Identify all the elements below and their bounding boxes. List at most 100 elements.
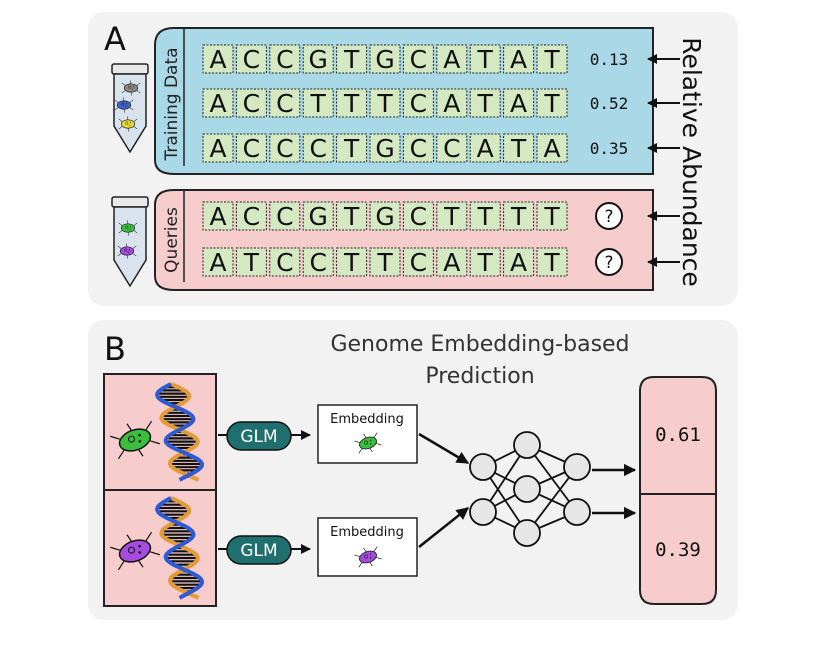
nucleotide-letter: A [209, 134, 226, 163]
nucleotide-cell [235, 44, 267, 74]
question-circle-icon [595, 202, 623, 230]
nucleotide-cell [369, 133, 401, 163]
nucleotide-letter: T [343, 134, 360, 163]
nucleotide-letter: C [410, 248, 427, 277]
output-value-top: 0.61 [655, 424, 701, 446]
panel-b-title-line2: Prediction [425, 364, 534, 389]
nucleotide-cell [436, 88, 468, 118]
nucleotide-cell [336, 247, 368, 277]
panel-b-label: B [104, 330, 126, 368]
nucleotide-cell [235, 88, 267, 118]
output-box: 0.61 0.39 [639, 376, 717, 605]
neural-network-icon [469, 431, 591, 547]
nucleotide-cell [202, 201, 234, 231]
nucleotide-cell [302, 44, 334, 74]
nucleotide-letter: T [477, 248, 494, 277]
nucleotide-letter: G [309, 202, 328, 231]
network-node [563, 498, 591, 526]
nucleotide-letter: A [510, 89, 527, 118]
nucleotide-letter: T [477, 202, 494, 231]
nucleotide-cell [336, 88, 368, 118]
arrow-to-network-bottom [418, 507, 469, 548]
nucleotide-cell [336, 133, 368, 163]
network-node [513, 431, 541, 459]
glm-block-bottom: GLM [218, 535, 311, 565]
network-node [563, 453, 591, 481]
glm-block-top: GLM [218, 421, 311, 451]
nucleotide-cell [302, 133, 334, 163]
nucleotide-cell [235, 201, 267, 231]
nucleotide-letter: C [276, 45, 293, 74]
nucleotide-cell [402, 201, 434, 231]
queries-label: Queries [162, 207, 182, 273]
network-node [513, 519, 541, 547]
nucleotide-letter: C [309, 248, 326, 277]
unknown-value: ? [604, 207, 613, 227]
question-circle-icon [595, 248, 623, 276]
nucleotide-letter: T [477, 89, 494, 118]
nucleotide-cell [202, 88, 234, 118]
nucleotide-letter: A [510, 45, 527, 74]
nucleotide-cell [269, 133, 301, 163]
nucleotide-cell [536, 247, 568, 277]
embedding-label-bottom: Embedding [330, 525, 404, 540]
nucleotide-cell [469, 133, 501, 163]
nucleotide-cell [469, 44, 501, 74]
nucleotide-letter: C [276, 89, 293, 118]
nucleotide-letter: A [443, 248, 460, 277]
nucleotide-letter: A [209, 45, 226, 74]
nucleotide-cell [536, 44, 568, 74]
abundance-arrows [647, 54, 680, 267]
nucleotide-cell [503, 247, 535, 277]
nucleotide-letter: T [543, 248, 560, 277]
nucleotide-letter: T [243, 248, 260, 277]
nucleotide-cell [436, 201, 468, 231]
nucleotide-cell [336, 201, 368, 231]
nucleotide-cell [369, 201, 401, 231]
nucleotide-cell [369, 247, 401, 277]
nucleotide-letter: C [410, 89, 427, 118]
nucleotide-letter: T [443, 202, 460, 231]
nucleotide-letter: A [443, 45, 460, 74]
nucleotide-cell [269, 44, 301, 74]
nucleotide-cell [202, 133, 234, 163]
abundance-value: 0.35 [590, 139, 629, 158]
nucleotide-cell [269, 88, 301, 118]
relative-abundance-label: Relative Abundance [677, 37, 706, 287]
nucleotide-cell [402, 44, 434, 74]
embedding-box-top: Embedding [317, 404, 418, 464]
nucleotide-cell [436, 44, 468, 74]
abundance-value: 0.13 [590, 50, 629, 69]
glm-label-top: GLM [240, 427, 277, 447]
nucleotide-cell [503, 201, 535, 231]
output-value-bottom: 0.39 [655, 539, 701, 561]
nucleotide-letter: C [243, 134, 260, 163]
panel-b-title-line1: Genome Embedding-based [330, 332, 629, 357]
nucleotide-letter: C [243, 89, 260, 118]
dna-helix-icon [155, 382, 205, 482]
nucleotide-cell [469, 201, 501, 231]
nucleotide-letter: A [209, 202, 226, 231]
nucleotide-cell [402, 133, 434, 163]
nucleotide-cell [436, 247, 468, 277]
nucleotide-letter: C [243, 202, 260, 231]
embedding-label-top: Embedding [330, 412, 404, 427]
nucleotide-cell [369, 88, 401, 118]
nucleotide-letter: T [376, 248, 393, 277]
nucleotide-letter: A [510, 248, 527, 277]
nucleotide-letter: G [375, 134, 394, 163]
nucleotide-cell [536, 201, 568, 231]
nucleotide-letter: A [477, 134, 494, 163]
nucleotide-cell [503, 88, 535, 118]
nucleotide-letter: C [410, 45, 427, 74]
nucleotide-cell [369, 44, 401, 74]
nucleotide-letter: T [343, 248, 360, 277]
unknown-value: ? [604, 253, 613, 273]
